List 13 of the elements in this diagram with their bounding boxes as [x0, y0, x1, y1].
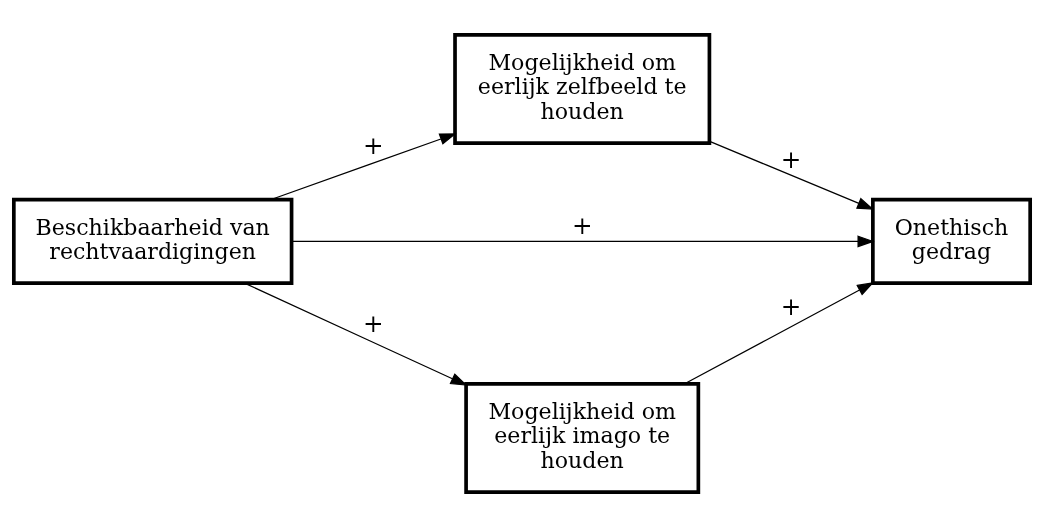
- node-box: Mogelijkheid om eerlijk imago te houden: [464, 382, 701, 494]
- arrow: [291, 235, 875, 248]
- node-box: Onethisch gedrag: [871, 197, 1032, 285]
- edge-label: +: [571, 211, 593, 241]
- edge-label: +: [363, 131, 384, 161]
- arrow: [270, 133, 457, 201]
- arrow: [244, 282, 468, 386]
- edge-label: +: [780, 292, 802, 322]
- node-box: Beschikbaarheid van rechtvaardigingen: [12, 197, 294, 285]
- node-box: Mogelijkheid om eerlijk zelfbeeld te houden: [453, 33, 712, 145]
- edge-label: +: [363, 309, 384, 339]
- edge-label: +: [780, 144, 802, 174]
- arrow: [684, 282, 875, 385]
